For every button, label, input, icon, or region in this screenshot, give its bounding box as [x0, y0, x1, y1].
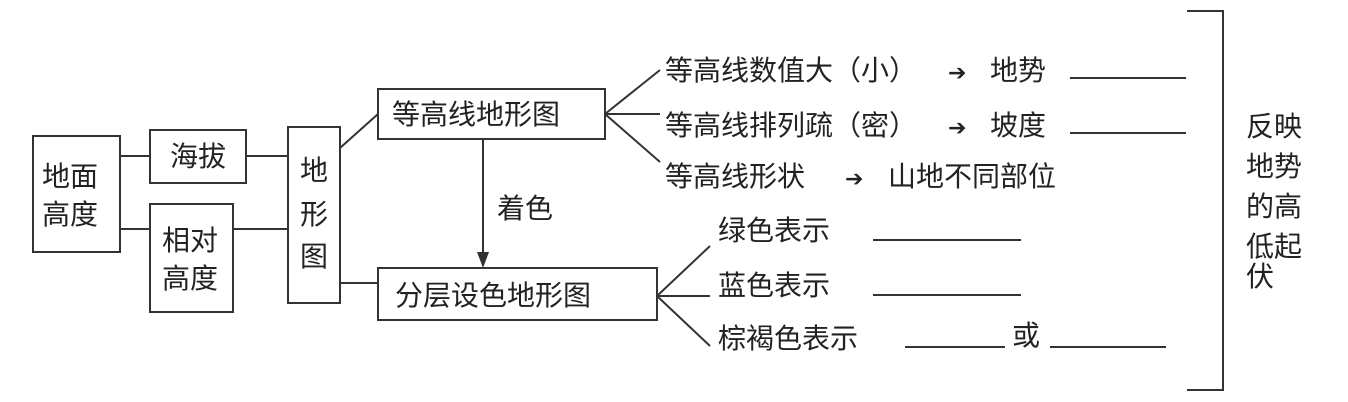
arrow-icon: ➔ [948, 61, 966, 86]
coloring-label: 着色 [497, 192, 553, 225]
color-branch-brown: 棕褐色表示 或 [718, 319, 1166, 355]
arrow-icon: ➔ [845, 167, 863, 192]
svg-text:地势: 地势 [1246, 150, 1302, 183]
contour-branch-3: 等高线形状 ➔ 山地不同部位 [665, 160, 1056, 193]
svg-text:等高线数值大（小）: 等高线数值大（小） [665, 54, 917, 87]
svg-text:等高线地形图: 等高线地形图 [392, 98, 560, 131]
color-branch-green: 绿色表示 [718, 214, 1021, 247]
svg-text:坡度: 坡度 [990, 109, 1046, 142]
summary-text: 反映 地势 的高 低起 伏 [1246, 110, 1302, 293]
coloring-arrow [477, 139, 489, 268]
svg-text:山地不同部位: 山地不同部位 [888, 160, 1056, 193]
svg-text:高度: 高度 [162, 262, 218, 295]
svg-text:反映: 反映 [1246, 110, 1302, 143]
svg-text:等高线排列疏（密）: 等高线排列疏（密） [665, 109, 917, 142]
topographic-map-box: 地 形 图 [287, 126, 341, 304]
svg-text:伏: 伏 [1246, 260, 1274, 293]
ground-height-box: 地面 高度 [32, 135, 121, 253]
right-bracket [1187, 10, 1224, 391]
contour-branch-1: 等高线数值大（小） ➔ 地势 [665, 54, 1186, 87]
contour-map-box: 等高线地形图 [377, 88, 606, 140]
svg-text:棕褐色表示: 棕褐色表示 [718, 322, 858, 355]
svg-text:海拔: 海拔 [170, 140, 226, 173]
arrow-icon: ➔ [948, 116, 966, 141]
svg-text:分层设色地形图: 分层设色地形图 [395, 279, 591, 312]
svg-text:高度: 高度 [42, 198, 98, 231]
svg-text:或: 或 [1012, 319, 1040, 352]
svg-text:蓝色表示: 蓝色表示 [718, 269, 830, 302]
contour-branch-2: 等高线排列疏（密） ➔ 坡度 [665, 109, 1186, 142]
svg-text:地势: 地势 [990, 54, 1046, 87]
svg-text:地: 地 [300, 154, 328, 187]
svg-text:绿色表示: 绿色表示 [718, 214, 830, 247]
svg-text:图: 图 [300, 240, 328, 273]
layered-color-map-box: 分层设色地形图 [377, 267, 658, 321]
svg-text:低起: 低起 [1246, 230, 1302, 263]
svg-text:地面: 地面 [42, 160, 98, 193]
svg-text:的高: 的高 [1246, 190, 1302, 223]
relative-height-box: 相对 高度 [149, 203, 234, 313]
svg-text:相对: 相对 [162, 224, 218, 257]
connectors [120, 69, 711, 347]
svg-text:形: 形 [300, 198, 328, 231]
svg-text:等高线形状: 等高线形状 [665, 160, 805, 193]
color-branch-blue: 蓝色表示 [718, 269, 1021, 302]
altitude-box: 海拔 [149, 129, 247, 184]
